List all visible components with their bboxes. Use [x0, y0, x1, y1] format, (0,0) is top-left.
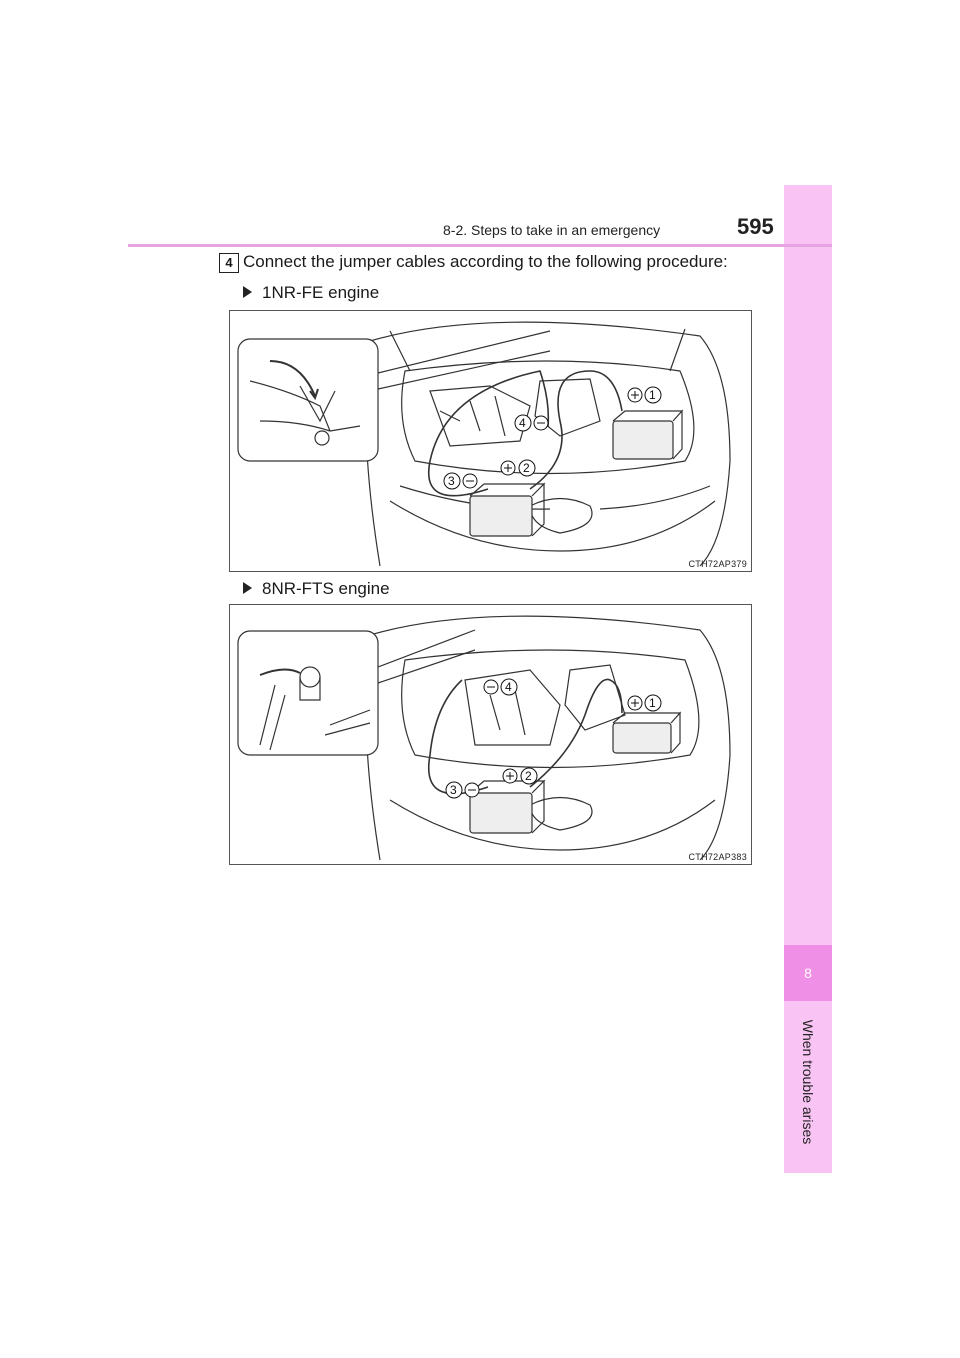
- engine-bay-illustration: 1 2 3 4: [230, 605, 751, 864]
- step-text: Connect the jumper cables according to t…: [243, 252, 728, 272]
- label-4: 4: [519, 416, 526, 430]
- label-3: 3: [448, 474, 455, 488]
- plus-icon: [628, 388, 642, 402]
- label-2: 2: [525, 769, 532, 783]
- header-section-title: 8-2. Steps to take in an emergency: [443, 222, 660, 238]
- label-2: 2: [523, 461, 530, 475]
- figure-caption-1nr-fe: 1NR-FE engine: [243, 283, 379, 303]
- figure-caption-text: 8NR-FTS engine: [262, 579, 390, 598]
- engine-bay-illustration: 1 2 3 4: [230, 311, 751, 571]
- chapter-title: When trouble arises: [800, 1020, 816, 1145]
- figure-1nr-fe-engine: 1 2 3 4 CTH72AP379: [229, 310, 752, 572]
- label-1: 1: [649, 696, 656, 710]
- minus-icon: [463, 474, 477, 488]
- label-1: 1: [649, 388, 656, 402]
- plus-icon: [501, 461, 515, 475]
- figure-caption-8nr-fts: 8NR-FTS engine: [243, 579, 390, 599]
- minus-icon: [465, 783, 479, 797]
- chapter-number-box: 8: [784, 945, 832, 1001]
- label-4: 4: [505, 680, 512, 694]
- page-number: 595: [737, 214, 774, 240]
- plus-icon: [628, 696, 642, 710]
- figure-code: CTH72AP383: [688, 852, 747, 862]
- figure-caption-text: 1NR-FE engine: [262, 283, 379, 302]
- step-number-box: 4: [219, 253, 239, 273]
- minus-icon: [534, 416, 548, 430]
- header-rule: [128, 244, 832, 247]
- bullet-triangle-icon: [243, 286, 252, 298]
- figure-8nr-fts-engine: 1 2 3 4 CTH72AP383: [229, 604, 752, 865]
- plus-icon: [503, 769, 517, 783]
- figure-code: CTH72AP379: [688, 559, 747, 569]
- label-3: 3: [450, 783, 457, 797]
- bullet-triangle-icon: [243, 582, 252, 594]
- minus-icon: [484, 680, 498, 694]
